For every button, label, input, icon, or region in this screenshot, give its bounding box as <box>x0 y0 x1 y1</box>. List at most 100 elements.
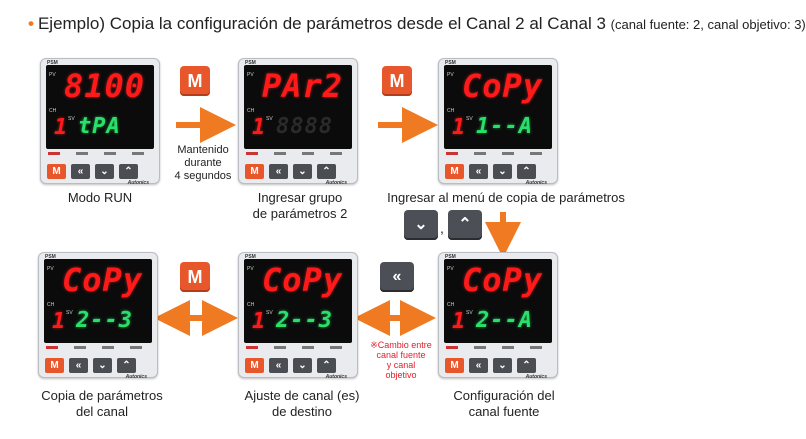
model-label: PSM <box>445 254 456 260</box>
device-m-button[interactable]: M <box>45 358 64 373</box>
note-line: objetivo <box>385 370 417 380</box>
brand-logo: Autonics <box>127 180 149 186</box>
button-row: M « ⌄ ⌃Autonics <box>45 358 151 380</box>
note-line: ※Cambio entre <box>370 340 432 350</box>
pv-display: CoPy <box>262 261 344 299</box>
device-down-button[interactable]: ⌄ <box>293 164 312 179</box>
brand-logo: Autonics <box>525 374 547 380</box>
m-key-copy[interactable]: M <box>180 262 210 292</box>
ch-label: CH <box>447 108 455 114</box>
status-indicators <box>444 152 552 160</box>
device-down-button[interactable]: ⌄ <box>493 358 512 373</box>
device-down-button[interactable]: ⌄ <box>293 358 312 373</box>
hold-line: 4 segundos <box>174 170 232 182</box>
model-label: PSM <box>245 60 256 66</box>
title-sub: (canal fuente: 2, canal objetivo: 3) <box>610 17 806 32</box>
device-up-button[interactable]: ⌃ <box>117 358 136 373</box>
button-row: M«⌄⌃Autonics <box>445 164 551 186</box>
device-up-button[interactable]: ⌃ <box>317 358 336 373</box>
device-down-button[interactable]: ⌄ <box>95 164 114 179</box>
sv-display: 2--3 <box>276 308 333 333</box>
status-indicators <box>244 152 352 160</box>
sv-label: SV <box>66 310 73 316</box>
button-row: M « ⌄ ⌃Autonics <box>445 358 551 380</box>
caption-line: Ajuste de canal (es) <box>244 388 360 403</box>
ch-label: CH <box>247 302 255 308</box>
brand-logo: Autonics <box>125 374 147 380</box>
caption-line: de parámetros 2 <box>252 206 348 221</box>
caption-line: del canal <box>75 404 129 419</box>
brand-logo: Autonics <box>325 180 347 186</box>
status-indicators <box>46 152 154 160</box>
pv-label: PV <box>47 266 54 272</box>
page-title: •Ejemplo) Copia la configuración de pará… <box>28 14 806 34</box>
device-m-button[interactable]: M <box>245 358 264 373</box>
ch-label: CH <box>47 302 55 308</box>
device-down-button[interactable]: ⌄ <box>493 164 512 179</box>
device-left-button[interactable]: « <box>469 164 488 179</box>
ch-display: 1 <box>252 309 266 334</box>
caption-line: Modo RUN <box>67 190 133 205</box>
device-m-button[interactable]: M <box>245 164 264 179</box>
caption-line: de destino <box>272 404 332 419</box>
m-key-enter[interactable]: M <box>382 66 412 96</box>
pv-label: PV <box>447 266 454 272</box>
device-up-button[interactable]: ⌃ <box>317 164 336 179</box>
sv-display: 8888 <box>276 114 333 139</box>
sv-display: 2--3 <box>76 308 133 333</box>
sv-label: SV <box>466 116 473 122</box>
status-indicators <box>444 346 552 354</box>
device-left-button[interactable]: « <box>71 164 90 179</box>
ch-display: 1 <box>52 309 66 334</box>
device-left-button[interactable]: « <box>269 358 288 373</box>
ch-display: 1 <box>452 309 466 334</box>
device-up-button[interactable]: ⌃ <box>119 164 138 179</box>
left-key[interactable]: « <box>380 262 414 292</box>
hold-line: durante <box>184 157 222 169</box>
model-label: PSM <box>245 254 256 260</box>
caption-run: Modo RUN <box>40 190 160 206</box>
caption-line: Ingresar al menú de copia de parámetros <box>387 190 625 205</box>
caption-copy-menu: Ingresar al menú de copia de parámetros <box>372 190 640 206</box>
display-screen: PV CH SV CoPy 1 2--3 <box>44 259 152 343</box>
device-left-button[interactable]: « <box>269 164 288 179</box>
caption-line: canal fuente <box>468 404 540 419</box>
caption-par2: Ingresar grupo de parámetros 2 <box>225 190 375 222</box>
note-line: canal fuente <box>376 350 426 360</box>
device-m-button[interactable]: M <box>445 358 464 373</box>
caption-target: Ajuste de canal (es) de destino <box>222 388 382 420</box>
pv-label: PV <box>247 266 254 272</box>
swap-note: ※Cambio entre canal fuente y canal objet… <box>366 340 436 380</box>
sv-label: SV <box>266 116 273 122</box>
pv-label: PV <box>247 72 254 78</box>
ch-label: CH <box>49 108 57 114</box>
ch-display: 1 <box>452 115 466 140</box>
sv-display: 2--A <box>476 308 533 333</box>
device-up-button[interactable]: ⌃ <box>517 358 536 373</box>
down-key[interactable]: ⌄ <box>404 210 438 240</box>
device-m-button[interactable]: M <box>445 164 464 179</box>
brand-logo: Autonics <box>325 374 347 380</box>
hold-text: Mantenido durante 4 segundos <box>168 144 238 183</box>
device-left-button[interactable]: « <box>69 358 88 373</box>
device-left-button[interactable]: « <box>469 358 488 373</box>
m-key-hold[interactable]: M <box>180 66 210 96</box>
pv-label: PV <box>447 72 454 78</box>
ch-label: CH <box>247 108 255 114</box>
ch-label: CH <box>447 302 455 308</box>
device-up-button[interactable]: ⌃ <box>517 164 536 179</box>
device-down-button[interactable]: ⌄ <box>93 358 112 373</box>
button-row: M « ⌄ ⌃Autonics <box>245 164 351 186</box>
pv-display: CoPy <box>62 261 144 299</box>
caption-line: Ingresar grupo <box>257 190 343 205</box>
title-bullet: • <box>28 14 34 33</box>
up-key[interactable]: ⌃ <box>448 210 482 240</box>
device-m-button[interactable]: M <box>47 164 66 179</box>
